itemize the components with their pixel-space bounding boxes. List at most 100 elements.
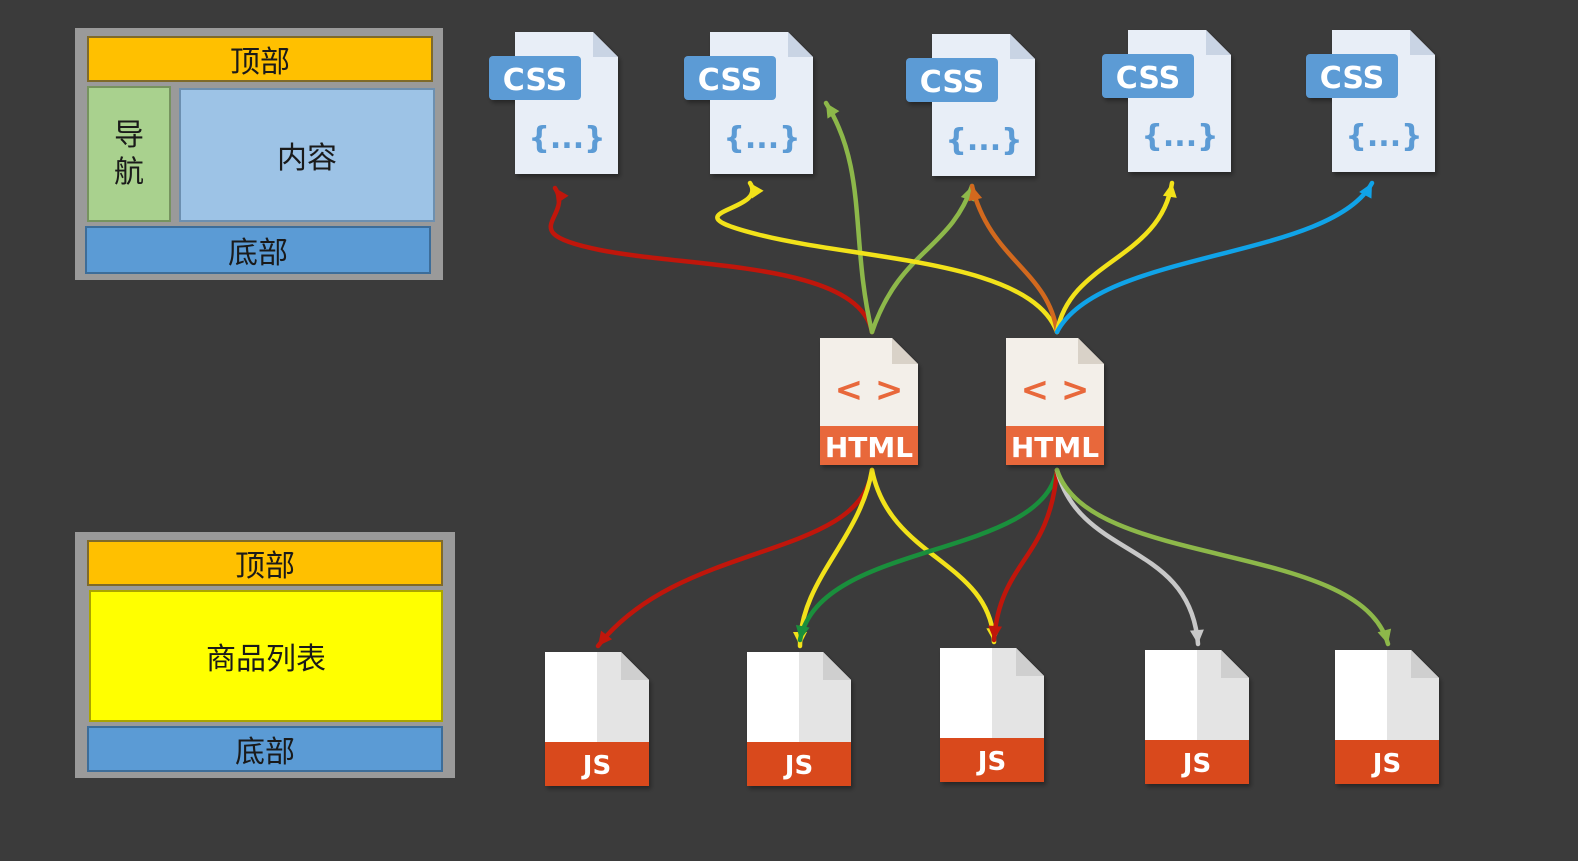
connection-html-2-to-js-2: [795, 467, 1060, 643]
connection-line: [715, 180, 1060, 335]
js-file-icon-2: JS: [747, 652, 851, 786]
js-label: JS: [1371, 749, 1401, 779]
js-label: JS: [1181, 749, 1211, 779]
css-badge: [684, 56, 776, 100]
connection-line: [1054, 180, 1175, 335]
page-fold: [1410, 30, 1435, 55]
page-fold: [1016, 648, 1044, 676]
connection-html-2-to-js-5: [1054, 467, 1392, 647]
connection-line: [991, 467, 1060, 643]
layout-diagram-top: 顶部 导 航 内容 底部: [75, 28, 443, 280]
css-file-icon-5: CSS {...}: [1306, 30, 1435, 172]
layout-top-nav-text: 导 航: [114, 117, 144, 191]
connection-html-2-to-css-3: [968, 183, 1060, 335]
arrow-head: [750, 183, 764, 199]
page-fold: [1078, 338, 1104, 364]
connection-html-1-to-css-2: [823, 100, 875, 335]
js-label: JS: [783, 751, 813, 781]
js-file-icon-3: JS: [940, 648, 1044, 782]
html-label: HTML: [825, 431, 913, 464]
connection-html-2-to-js-3: [988, 467, 1060, 643]
connection-line: [1054, 467, 1201, 647]
page-fold: [788, 32, 813, 57]
connection-line: [1054, 467, 1391, 647]
braces-glyph: {...}: [1142, 119, 1219, 154]
html-badge: [1006, 426, 1104, 465]
js-badge: [545, 742, 649, 786]
arrow-head: [598, 630, 613, 646]
css-label: CSS: [1116, 61, 1180, 96]
braces-glyph: {...}: [724, 121, 801, 156]
code-brackets-glyph: < >: [1021, 370, 1090, 410]
js-label: JS: [976, 747, 1006, 777]
css-label: CSS: [1320, 61, 1384, 96]
layout-bottom-product-list: 商品列表: [89, 590, 443, 722]
css-file-icon-3: CSS {...}: [906, 34, 1035, 176]
js-file-icon-5: JS: [1335, 650, 1439, 784]
js-file-icon-1: JS: [545, 652, 649, 786]
page-fold: [593, 32, 618, 57]
page-fold: [892, 338, 918, 364]
js-badge: [1145, 740, 1249, 784]
page-fold: [1411, 650, 1439, 678]
connection-line: [595, 467, 875, 649]
arrow-head: [1359, 183, 1372, 199]
arrow-head: [1377, 628, 1392, 644]
arrow-head: [968, 186, 983, 202]
connection-line: [797, 467, 875, 649]
arrow-head: [555, 188, 569, 204]
html-badge: [820, 426, 918, 465]
connection-html-2-to-js-4: [1054, 467, 1204, 647]
layout-bottom-header: 顶部: [87, 540, 443, 586]
css-label: CSS: [503, 63, 567, 98]
html-file-icon-1: < >HTML: [820, 338, 918, 465]
layout-top-footer: 底部: [85, 226, 431, 274]
layout-top-nav: 导 航: [87, 86, 171, 222]
connection-line: [797, 467, 1060, 643]
layout-top-content: 内容: [179, 88, 435, 222]
connection-line: [869, 183, 975, 335]
page-fold: [1010, 34, 1035, 59]
connection-html-1-to-css-1: [548, 185, 875, 335]
css-label: CSS: [920, 65, 984, 100]
css-badge: [1306, 54, 1398, 98]
css-file-icon-4: CSS {...}: [1102, 30, 1231, 172]
connection-html-1-to-js-3: [869, 467, 1001, 645]
css-badge: [1102, 54, 1194, 98]
page-fold: [823, 652, 851, 680]
connection-html-1-to-js-1: [595, 467, 875, 649]
braces-glyph: {...}: [946, 123, 1023, 158]
arrow-head: [826, 103, 840, 119]
css-badge: [906, 58, 998, 102]
braces-glyph: {...}: [1346, 119, 1423, 154]
page-fold: [621, 652, 649, 680]
arrow-head: [1162, 183, 1177, 198]
arrow-head: [1189, 629, 1204, 644]
connection-line: [823, 100, 875, 335]
css-file-icon-2: CSS {...}: [684, 32, 813, 174]
arrow-head: [988, 625, 1003, 640]
css-badge: [489, 56, 581, 100]
js-badge: [940, 738, 1044, 782]
connection-line: [1054, 180, 1375, 335]
braces-glyph: {...}: [529, 121, 606, 156]
arrow-head: [795, 624, 810, 640]
file-icons: CSS {...} CSS {...} CSS {...} CSS {...} CSS {...}…: [489, 30, 1439, 786]
connection-html-2-to-css-4: [1054, 180, 1177, 335]
layout-diagram-bottom: 顶部 商品列表 底部: [75, 532, 455, 778]
connection-html-2-to-css-2: [715, 180, 1060, 335]
layout-top-header: 顶部: [87, 36, 433, 82]
css-label: CSS: [698, 63, 762, 98]
connection-line: [869, 467, 997, 645]
js-label: JS: [581, 751, 611, 781]
connection-line: [548, 185, 875, 335]
js-badge: [747, 742, 851, 786]
html-label: HTML: [1011, 431, 1099, 464]
layout-bottom-footer: 底部: [87, 726, 443, 772]
connection-html-2-to-css-5: [1054, 180, 1375, 335]
page-fold: [1221, 650, 1249, 678]
connection-arrows: [548, 100, 1392, 649]
page-fold: [1206, 30, 1231, 55]
css-file-icon-1: CSS {...}: [489, 32, 618, 174]
